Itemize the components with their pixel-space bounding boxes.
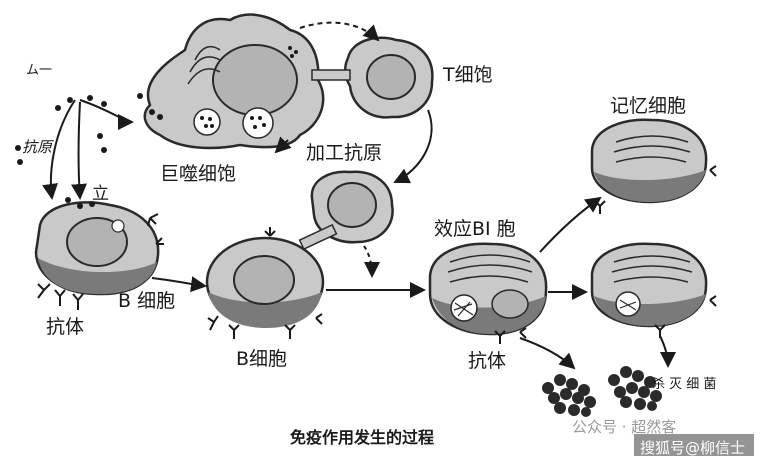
label-t-cell: T细饱 <box>443 64 493 86</box>
left-b-cell <box>34 201 160 296</box>
t-cell <box>311 36 434 119</box>
processed-antigen-cell <box>298 170 394 251</box>
antibody-glyphs <box>37 165 717 344</box>
label-destroy-bacteria: 杀 灭 细 菌 <box>652 377 717 392</box>
diagram-title: 免疫作用发生的过程 <box>290 428 435 447</box>
watermark-sohu-backdrop <box>634 434 754 456</box>
effector-b-cell <box>428 242 548 336</box>
antigen-particles <box>15 93 143 209</box>
label-antigen-top: ム一 <box>26 63 53 78</box>
label-b-cell-center: B细胞 <box>236 348 288 370</box>
process-arrows <box>42 21 676 370</box>
memory-cell <box>590 118 708 204</box>
label-effector-b-cell: 效应BI 胞 <box>434 218 516 240</box>
label-antibody-right: 抗体 <box>468 350 507 372</box>
watermark-sohu: 搜狐号@柳信士 <box>640 439 746 457</box>
label-antibody-left: 抗体 <box>46 316 85 338</box>
label-processed-antigen: 加工抗原 <box>306 142 383 164</box>
second-effector-cell <box>590 242 708 328</box>
label-b-cell-left: B 细胞 <box>118 290 176 312</box>
bacteria-cluster-right <box>608 366 662 411</box>
macrophage-cell <box>143 13 325 150</box>
label-li: 立 <box>92 184 109 204</box>
label-memory-cell: 记忆细胞 <box>610 95 687 117</box>
watermark-wechat: 公众号 · 超然客 <box>572 418 677 436</box>
label-macrophage: 巨噬细饱 <box>160 163 237 185</box>
bacteria-cluster-left <box>542 374 596 417</box>
center-b-cell <box>205 236 325 328</box>
label-antigen: 抗原 <box>22 138 53 156</box>
